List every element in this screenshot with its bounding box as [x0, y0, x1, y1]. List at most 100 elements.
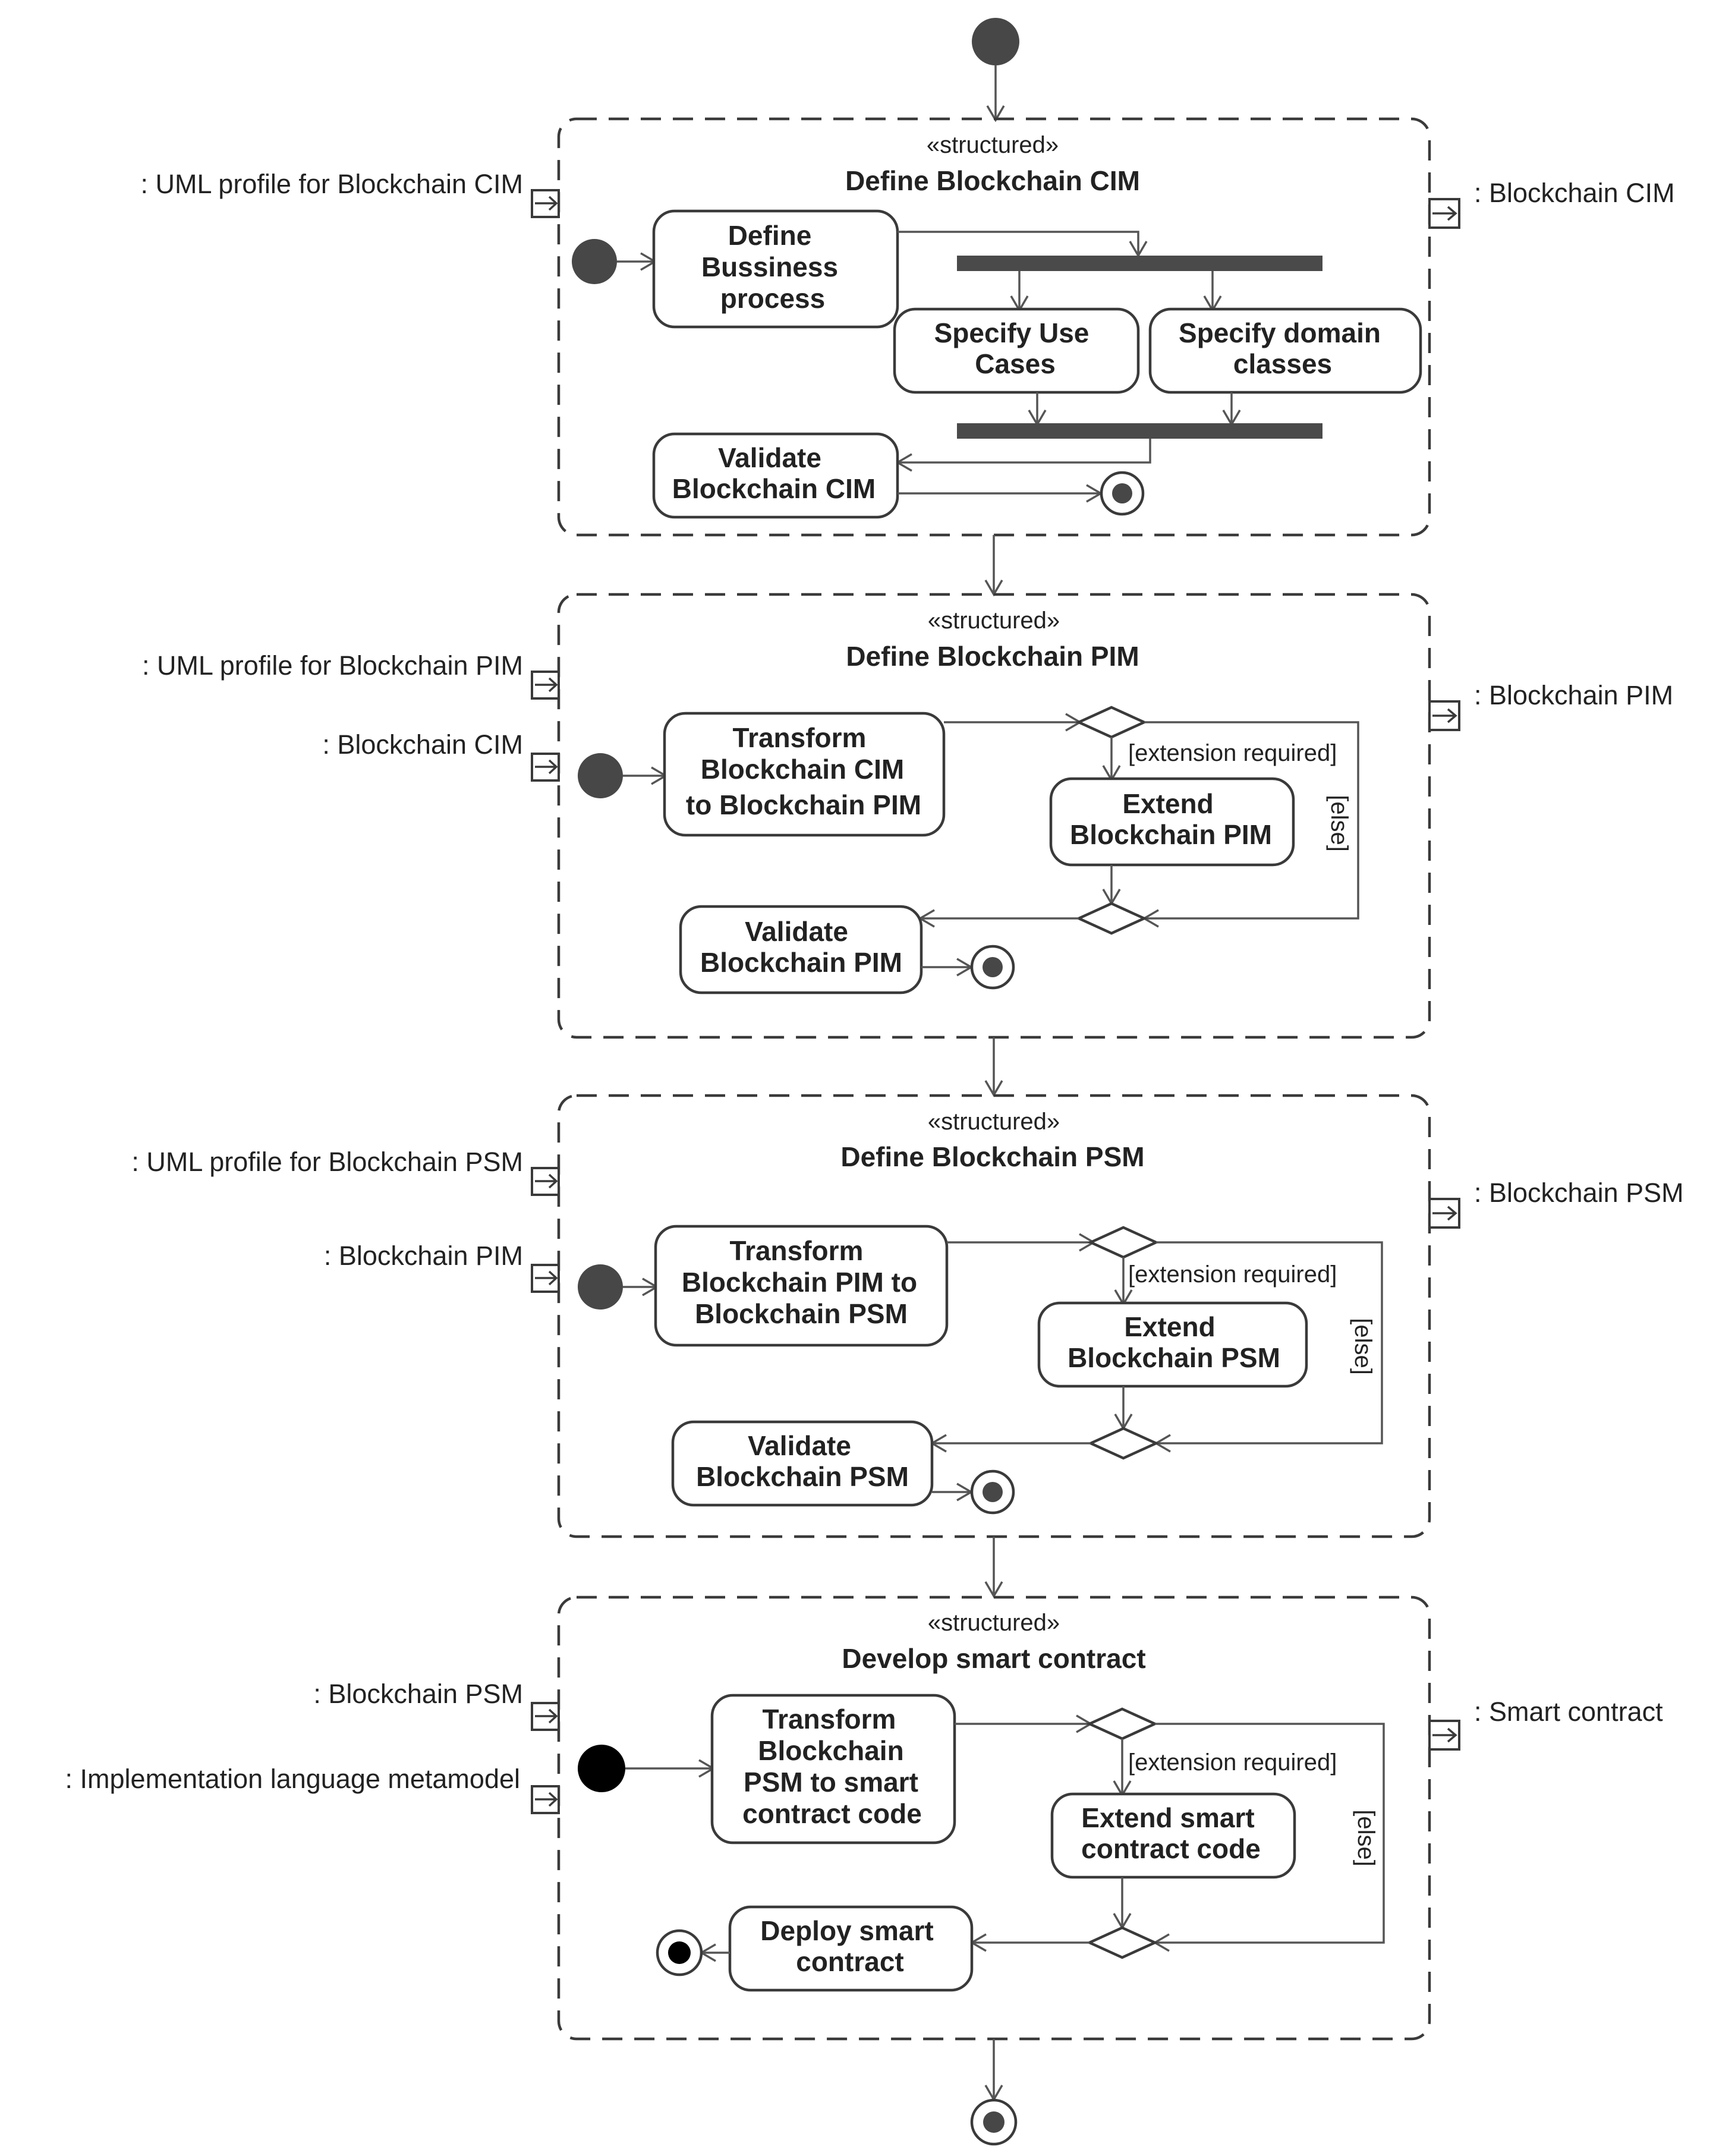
action-specify-use-cases: Specify Use Cases	[893, 307, 1140, 394]
output-pin	[1428, 1720, 1460, 1751]
guard-else: [else]	[1350, 1318, 1376, 1375]
svg-text:Blockchain PSM: Blockchain PSM	[1068, 1342, 1280, 1373]
region-stereotype: «structured»	[928, 608, 1060, 634]
action-transform-psm-to-smart-contract-code: Transform Blockchain PSM to smart contra…	[710, 1694, 956, 1845]
activity-final-node	[1100, 471, 1145, 516]
svg-text:Blockchain: Blockchain	[758, 1735, 903, 1766]
output-pin	[1428, 700, 1460, 731]
svg-text:Validate: Validate	[718, 442, 821, 473]
activity-final-node	[970, 1469, 1015, 1515]
output-pin-label: : Blockchain CIM	[1474, 178, 1675, 208]
input-pin-label: : Implementation language metamodel	[65, 1764, 520, 1794]
input-pin	[531, 1702, 560, 1731]
action-validate-blockchain-cim: Validate Blockchain CIM	[652, 432, 899, 519]
action-specify-domain-classes: Specify domain classes	[1148, 307, 1422, 394]
region-define-blockchain-psm: «structured» Define Blockchain PSM : UML…	[131, 1094, 1684, 1538]
input-pin-label: : UML profile for Blockchain PSM	[131, 1147, 523, 1177]
activity-final-node	[656, 1929, 703, 1976]
control-flow	[1144, 721, 1359, 920]
input-pin-label: : UML profile for Blockchain PIM	[142, 650, 523, 681]
region-initial-node	[572, 239, 617, 284]
svg-text:to Blockchain PIM: to Blockchain PIM	[686, 789, 921, 820]
region-stereotype: «structured»	[928, 1610, 1060, 1636]
guard-extension-required: [extension required]	[1128, 740, 1337, 766]
action-validate-blockchain-psm: Validate Blockchain PSM	[671, 1420, 934, 1507]
input-pin-label: : Blockchain PIM	[324, 1241, 523, 1271]
region-initial-node	[578, 1264, 623, 1310]
join-bar	[957, 423, 1322, 439]
action-transform-pim-to-psm: Transform Blockchain PIM to Blockchain P…	[654, 1225, 949, 1347]
svg-text:Blockchain CIM: Blockchain CIM	[701, 754, 905, 785]
guard-extension-required: [extension required]	[1128, 1261, 1337, 1288]
initial-node	[972, 18, 1019, 65]
region-title: Develop smart contract	[842, 1643, 1145, 1674]
svg-text:Define: Define	[728, 220, 812, 251]
svg-text:contract: contract	[796, 1946, 903, 1977]
output-pin	[1428, 1198, 1460, 1229]
svg-text:Validate: Validate	[748, 1430, 851, 1461]
decision-node	[1086, 1707, 1158, 1740]
svg-text:Blockchain PIM to: Blockchain PIM to	[682, 1267, 917, 1298]
svg-text:Specify domain: Specify domain	[1179, 317, 1381, 348]
region-stereotype: «structured»	[927, 132, 1059, 158]
svg-text:Blockchain CIM: Blockchain CIM	[672, 473, 876, 504]
action-extend-blockchain-pim: Extend Blockchain PIM	[1049, 777, 1295, 867]
input-pin	[531, 1167, 560, 1196]
svg-text:Transform: Transform	[730, 1235, 864, 1266]
region-initial-node	[578, 753, 623, 798]
region-title: Define Blockchain PIM	[846, 641, 1139, 672]
control-flow	[1156, 1241, 1383, 1444]
region-initial-node	[578, 1745, 625, 1792]
region-title: Define Blockchain CIM	[845, 165, 1140, 196]
output-pin	[1428, 198, 1460, 229]
svg-text:Blockchain PSM: Blockchain PSM	[695, 1298, 908, 1329]
svg-text:contract code: contract code	[1081, 1833, 1261, 1864]
svg-text:Extend: Extend	[1124, 1311, 1215, 1342]
merge-node	[1086, 1926, 1158, 1959]
control-flow	[899, 439, 1151, 464]
input-pin	[531, 753, 560, 782]
action-extend-smart-contract-code: Extend smart contract code	[1050, 1792, 1296, 1879]
control-flow	[1155, 1723, 1385, 1944]
svg-text:process: process	[720, 283, 825, 314]
merge-node	[1075, 902, 1148, 935]
svg-text:classes: classes	[1233, 348, 1332, 379]
input-pin-label: : Blockchain PSM	[313, 1679, 523, 1709]
activity-final-node	[970, 945, 1015, 990]
svg-text:Transform: Transform	[763, 1704, 896, 1735]
guard-else: [else]	[1326, 795, 1352, 852]
action-define-business-process: Define Bussiness process	[652, 209, 899, 329]
input-pin	[531, 1264, 560, 1293]
svg-text:Blockchain PIM: Blockchain PIM	[1070, 819, 1272, 850]
action-extend-blockchain-psm: Extend Blockchain PSM	[1037, 1301, 1308, 1388]
action-validate-blockchain-pim: Validate Blockchain PIM	[679, 905, 923, 994]
svg-text:Blockchain PIM: Blockchain PIM	[700, 947, 902, 978]
fork-bar	[957, 256, 1322, 271]
input-pin-label: : UML profile for Blockchain CIM	[140, 169, 523, 199]
svg-text:Extend smart: Extend smart	[1081, 1802, 1254, 1833]
input-pin	[531, 1785, 560, 1814]
region-title: Define Blockchain PSM	[840, 1141, 1144, 1172]
input-pin	[531, 671, 560, 700]
svg-text:Validate: Validate	[745, 916, 848, 947]
region-define-blockchain-cim: «structured» Define Blockchain CIM : UML…	[140, 117, 1675, 537]
merge-node	[1087, 1427, 1160, 1460]
output-pin-label: : Blockchain PSM	[1474, 1178, 1684, 1208]
output-pin-label: : Blockchain PIM	[1474, 680, 1673, 710]
region-stereotype: «structured»	[928, 1109, 1060, 1135]
input-pin	[531, 189, 560, 218]
svg-text:PSM to smart: PSM to smart	[744, 1767, 918, 1798]
guard-else: [else]	[1353, 1809, 1379, 1867]
action-deploy-smart-contract: Deploy smart contract	[728, 1905, 974, 1992]
control-flow	[898, 231, 1139, 254]
svg-text:Transform: Transform	[733, 722, 867, 753]
svg-text:Deploy smart: Deploy smart	[760, 1915, 933, 1946]
svg-text:Blockchain PSM: Blockchain PSM	[696, 1461, 909, 1492]
svg-text:contract code: contract code	[742, 1798, 922, 1829]
input-pin-label: : Blockchain CIM	[322, 729, 523, 760]
svg-text:Cases: Cases	[975, 348, 1056, 379]
activity-final-node	[970, 2098, 1018, 2146]
svg-text:Extend: Extend	[1122, 788, 1213, 819]
decision-node	[1087, 1226, 1160, 1259]
